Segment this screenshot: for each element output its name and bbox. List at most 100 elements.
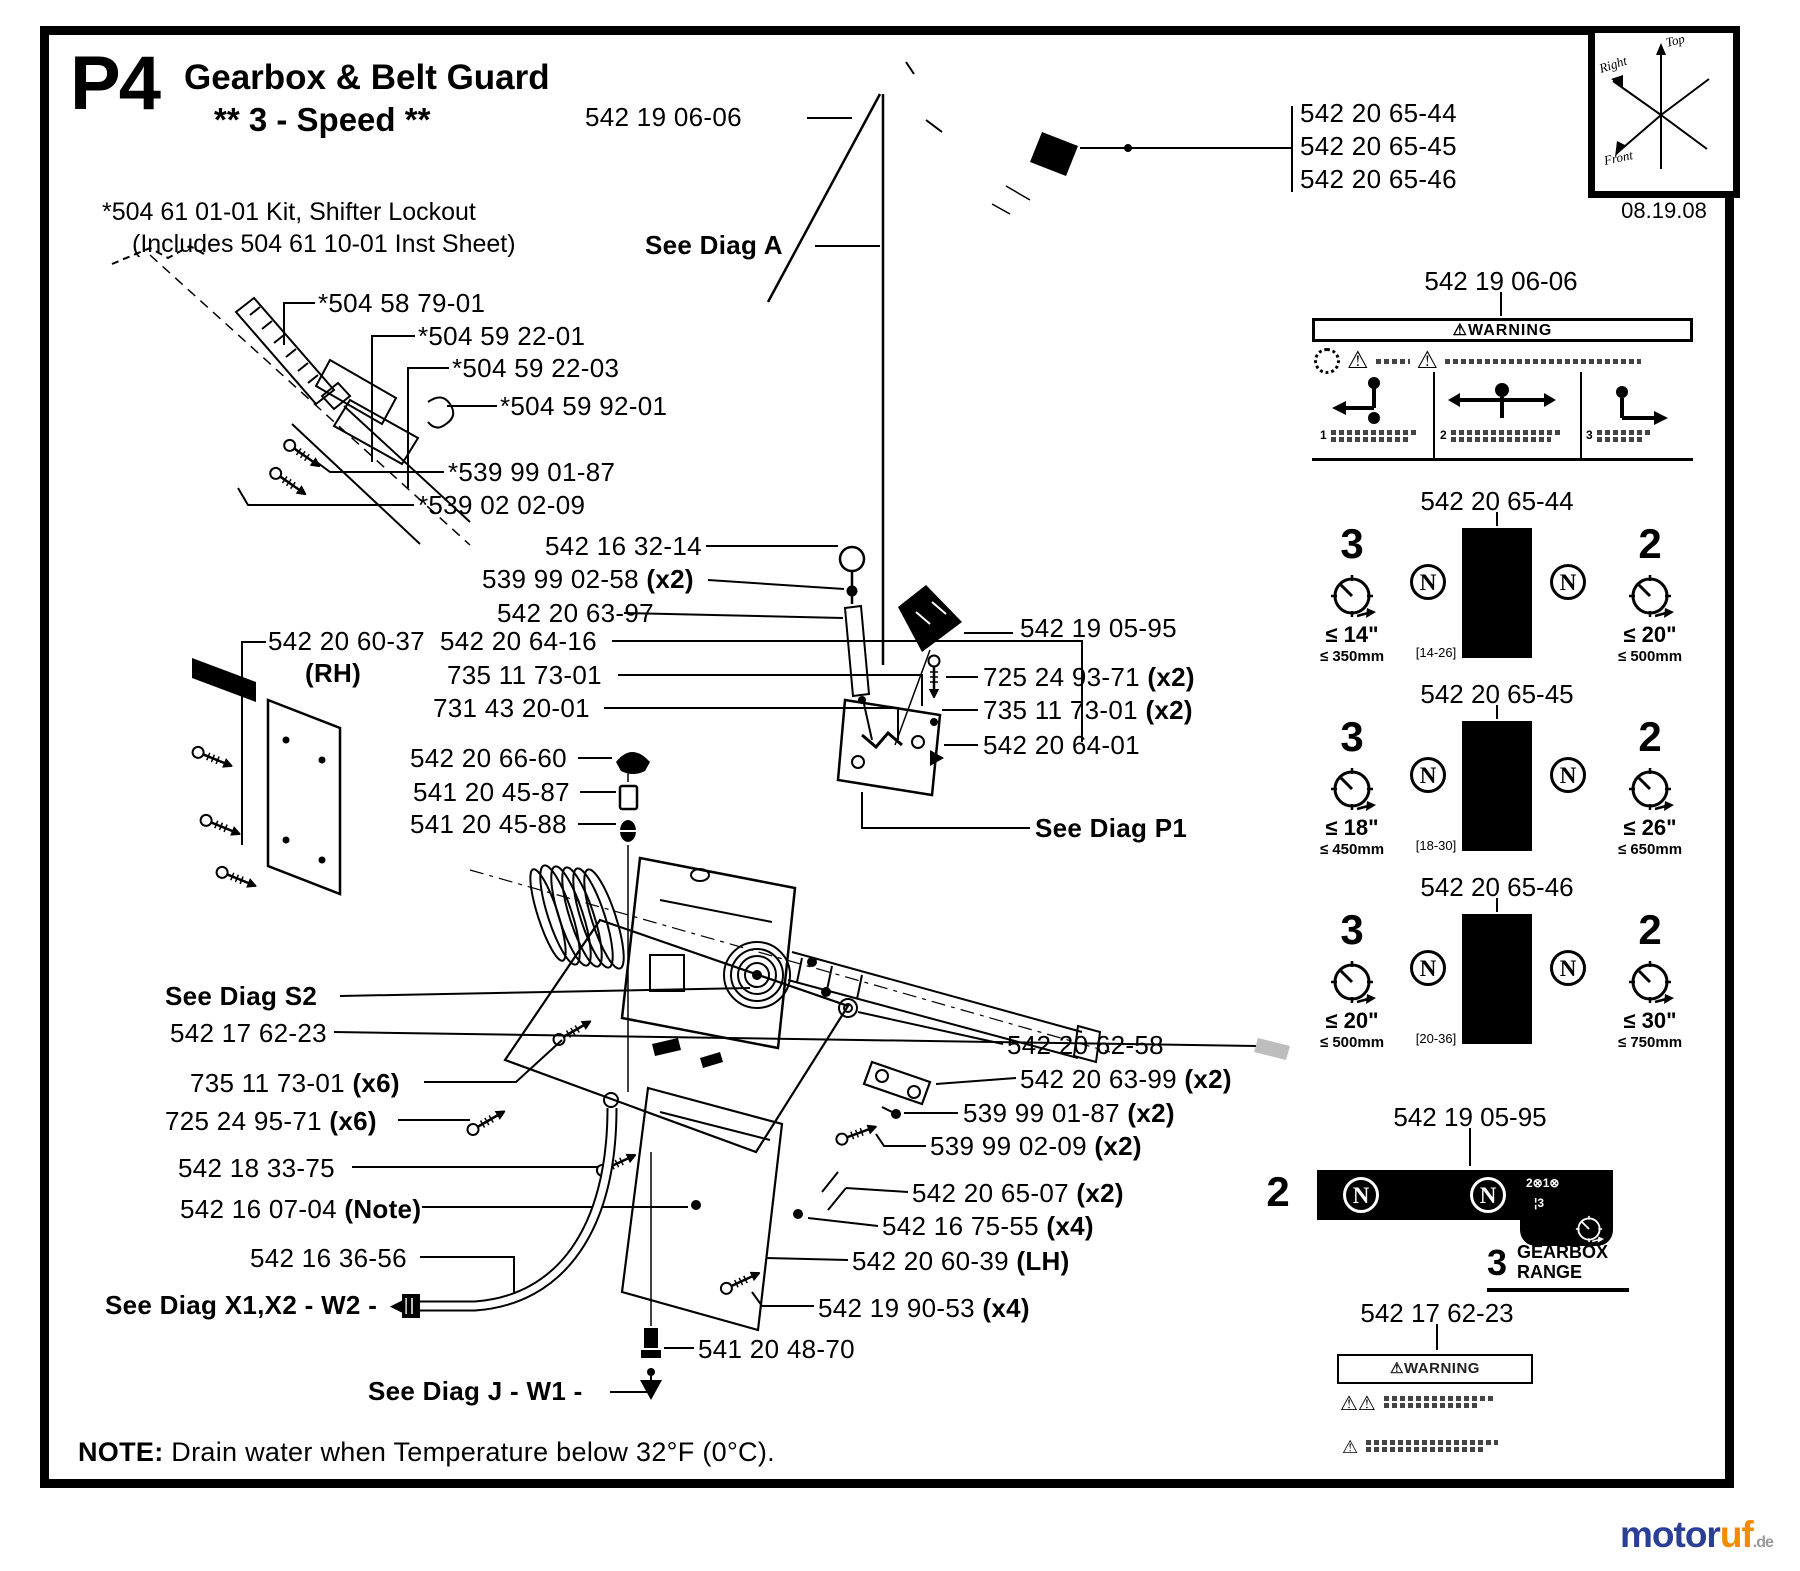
- callout: 542 20 65-44: [1300, 98, 1457, 128]
- warning-banner: ⚠WARNING: [1312, 318, 1693, 342]
- callout: 542 20 63-99 (x2): [1020, 1064, 1232, 1094]
- callout: 542 16 32-14: [545, 531, 702, 561]
- circled-n-icon: [1410, 950, 1446, 986]
- blade-size-inches: ≤ 20": [1325, 1008, 1379, 1033]
- blade-size-inches: ≤ 18": [1325, 815, 1379, 840]
- compass-axes-icon: Top Right Front: [1596, 31, 1710, 169]
- range-bracket: [18-30]: [1415, 838, 1457, 853]
- blade-size-mm: ≤ 500mm: [1319, 1034, 1385, 1051]
- callout: 542 16 75-55 (x4): [882, 1211, 1094, 1241]
- range-word: RANGE: [1517, 1262, 1583, 1282]
- logo-text-motor: motor: [1620, 1514, 1721, 1555]
- page-title: Gearbox & Belt Guard: [184, 58, 550, 97]
- blade-gauge-icon: [1627, 959, 1674, 1006]
- belt-position-block: [1462, 914, 1532, 1044]
- leader-lines: [111, 61, 1502, 1400]
- svg-text:Top: Top: [1664, 33, 1687, 50]
- warning-triangle-icon: ⚠⚠: [1340, 1393, 1376, 1415]
- warning-triangle-icon: ⚠: [1342, 1437, 1359, 1457]
- callout-see-diag-j: See Diag J - W1 -: [368, 1376, 583, 1406]
- warning-section-1: 1: [1320, 428, 1428, 444]
- kit-note-line2: (Includes 504 61 10-01 Inst Sheet): [132, 230, 516, 258]
- callout: 539 99 02-09 (x2): [930, 1131, 1142, 1161]
- blade-gauge-icon: [1627, 766, 1674, 813]
- callout: 542 20 65-45: [1300, 131, 1457, 161]
- callout: 542 19 90-53 (x4): [818, 1293, 1030, 1323]
- small-warning-banner: ⚠WARNING: [1337, 1354, 1533, 1384]
- blade-size-inches: ≤ 26": [1623, 815, 1677, 840]
- motoruf-watermark[interactable]: motoruf.de: [1620, 1514, 1774, 1556]
- callout: 542 20 62-58: [1007, 1030, 1164, 1060]
- gear-number: 3: [1340, 713, 1364, 760]
- svg-text:Right: Right: [1596, 53, 1629, 76]
- callout: 542 16 07-04 (Note): [180, 1194, 422, 1224]
- circled-n-icon: [1550, 564, 1586, 600]
- warning-triangle-icon: ⚠: [1416, 347, 1439, 374]
- callout: 542 20 64-01: [983, 730, 1140, 760]
- blade-size-inches: ≤ 14": [1325, 622, 1379, 647]
- warning-decal-symbols: ⚠ ⚠: [1314, 347, 1642, 374]
- callout: 541 20 48-70: [698, 1334, 855, 1364]
- blade-size-inches: ≤ 30": [1623, 1008, 1677, 1033]
- shift-pattern-icon-1: [1332, 377, 1380, 424]
- callout: 542 20 65-07 (x2): [912, 1178, 1124, 1208]
- logo-text-uf: uf: [1719, 1514, 1754, 1555]
- circled-n-icon: [1410, 564, 1446, 600]
- warning-triangle-icon: ⚠: [1347, 347, 1369, 374]
- blade-size-inches: ≤ 20": [1623, 622, 1677, 647]
- callout: 542 20 60-37: [268, 626, 425, 656]
- callout: 539 99 02-58 (x2): [482, 564, 694, 594]
- drain-note: NOTE: Drain water when Temperature below…: [78, 1437, 775, 1467]
- callout-see-diag-x1x2: See Diag X1,X2 - W2 - ◄: [105, 1290, 411, 1320]
- svg-text:Front: Front: [1602, 147, 1635, 168]
- fuzzy-text: [1375, 358, 1410, 364]
- gear-number: 2: [1638, 520, 1662, 567]
- gear-number: 2: [1266, 1168, 1290, 1215]
- logo-text-de: .de: [1752, 1534, 1774, 1551]
- orientation-compass: Top Right Front: [1588, 26, 1740, 198]
- callout: 542 20 64-16: [440, 626, 597, 656]
- callout: 542 18 33-75: [178, 1153, 335, 1183]
- callout: *504 58 79-01: [318, 288, 486, 318]
- callout: 725 24 93-71 (x2): [983, 662, 1195, 692]
- shift-decal-glyphs: ¦3: [1534, 1196, 1545, 1210]
- gear-number: 3: [1340, 906, 1364, 953]
- gear-number: 2: [1638, 713, 1662, 760]
- callout: 725 24 95-71 (x6): [165, 1106, 377, 1136]
- blade-gauge-icon: [1329, 573, 1376, 620]
- range-bracket: [20-36]: [1415, 1031, 1457, 1046]
- shift-pattern-icon-3: [1616, 386, 1668, 425]
- shift-pattern-icon-2: [1448, 383, 1556, 418]
- decal-part-number: 542 19 06-06: [1424, 266, 1578, 296]
- callout: 731 43 20-01: [433, 693, 590, 723]
- belt-position-block: [1462, 721, 1532, 851]
- gear-number: 3: [1340, 520, 1364, 567]
- page-code: P4: [70, 41, 161, 126]
- range-number: 3: [1487, 1242, 1508, 1283]
- callout: 542 19 06-06: [585, 102, 742, 132]
- callout-see-diag-a: See Diag A: [645, 230, 783, 260]
- decal-part-number: 542 20 65-46: [1420, 872, 1574, 902]
- fuzzy-text: [1445, 358, 1642, 364]
- callout: *504 59 92-01: [500, 391, 668, 421]
- page-subtitle: ** 3 - Speed **: [214, 101, 431, 138]
- shift-decal-tab: [1520, 1216, 1613, 1246]
- blade-size-mm: ≤ 650mm: [1617, 841, 1683, 858]
- callout: 542 19 05-95: [1020, 613, 1177, 643]
- blade-gauge-icon: [1329, 959, 1376, 1006]
- callout-see-diag-p1: See Diag P1: [1035, 813, 1188, 843]
- callout-see-diag-s2: See Diag S2: [165, 981, 318, 1011]
- circled-n-icon: [1343, 1177, 1379, 1213]
- circled-n-icon: [1550, 950, 1586, 986]
- callout: 542 20 66-60: [410, 743, 567, 773]
- decal-part-number: 542 20 65-44: [1420, 486, 1574, 516]
- divider: [1312, 458, 1693, 461]
- callout: 539 99 01-87 (x2): [963, 1098, 1175, 1128]
- circle-icon: [1314, 348, 1340, 374]
- decal-part-number: 542 19 05-95: [1393, 1102, 1547, 1132]
- small-warning-row: ⚠⚠: [1340, 1394, 1496, 1414]
- gearbox-housing: [529, 856, 797, 1050]
- callout: 735 11 73-01 (x2): [983, 695, 1193, 725]
- divider: [1580, 372, 1582, 458]
